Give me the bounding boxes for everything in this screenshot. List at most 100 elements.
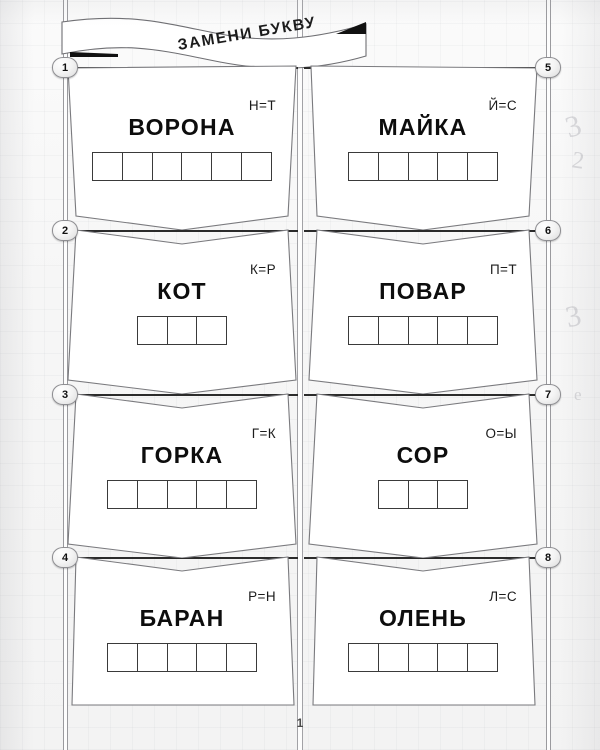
word-card-6[interactable]: П=Т ПОВАР	[307, 228, 539, 394]
connector-6	[304, 230, 545, 232]
card-shape-3	[66, 392, 298, 558]
badge-4[interactable]: 4	[52, 547, 78, 568]
answer-boxes-5[interactable]	[307, 152, 539, 181]
answer-cell[interactable]	[136, 643, 168, 672]
answer-boxes-6[interactable]	[307, 316, 539, 345]
answer-boxes-3[interactable]	[66, 480, 298, 509]
card-shape-2	[66, 228, 298, 394]
title-ribbon: ЗАМЕНИ БУКВУ	[60, 10, 370, 72]
answer-cell[interactable]	[211, 152, 243, 181]
answer-cell[interactable]	[466, 152, 498, 181]
word-card-1[interactable]: Н=Т ВОРОНА	[66, 64, 298, 230]
badge-8[interactable]: 8	[535, 547, 561, 568]
answer-cell[interactable]	[377, 152, 409, 181]
badge-3[interactable]: 3	[52, 384, 78, 405]
hint-6: П=Т	[489, 262, 517, 277]
word-card-5[interactable]: Й=С МАЙКА	[307, 64, 539, 230]
answer-cell[interactable]	[437, 316, 469, 345]
card-content-1: Н=Т ВОРОНА	[66, 64, 298, 230]
badge-6[interactable]: 6	[535, 220, 561, 241]
ribbon-accent-left	[70, 52, 118, 57]
answer-cell[interactable]	[166, 316, 198, 345]
answer-cell[interactable]	[407, 152, 439, 181]
hint-7: О=Ы	[485, 426, 517, 441]
card-content-5: Й=С МАЙКА	[307, 64, 539, 230]
hint-2: К=Р	[250, 262, 276, 277]
card-content-7: О=Ы СОР	[307, 392, 539, 558]
answer-cell[interactable]	[377, 316, 409, 345]
hint-3: Г=К	[251, 426, 276, 441]
answer-cell[interactable]	[196, 643, 228, 672]
word-card-3[interactable]: Г=К ГОРКА	[66, 392, 298, 558]
badge-1[interactable]: 1	[52, 57, 78, 78]
margin-doodle-4: e	[574, 385, 582, 404]
word-4: БАРАН	[139, 605, 225, 631]
answer-cell[interactable]	[107, 480, 139, 509]
answer-cell[interactable]	[166, 480, 198, 509]
answer-cell[interactable]	[166, 643, 198, 672]
card-shape-7	[307, 392, 539, 558]
answer-cell[interactable]	[225, 480, 257, 509]
answer-cell[interactable]	[466, 643, 498, 672]
word-5: МАЙКА	[378, 114, 468, 140]
answer-cell[interactable]	[181, 152, 213, 181]
answer-cell[interactable]	[196, 480, 228, 509]
margin-doodle-2: 2	[570, 147, 586, 175]
word-3: ГОРКА	[140, 442, 224, 468]
hint-4: Р=Н	[248, 589, 276, 604]
card-content-8: Л=С ОЛЕНЬ	[307, 555, 539, 707]
answer-cell[interactable]	[136, 316, 168, 345]
page-number: 1	[296, 716, 304, 730]
answer-cell[interactable]	[107, 643, 139, 672]
word-card-4[interactable]: Р=Н БАРАН	[66, 555, 298, 707]
rail-left	[62, 0, 69, 750]
word-card-7[interactable]: О=Ы СОР	[307, 392, 539, 558]
answer-cell[interactable]	[407, 316, 439, 345]
answer-boxes-4[interactable]	[66, 643, 298, 672]
badge-2[interactable]: 2	[52, 220, 78, 241]
answer-cell[interactable]	[377, 643, 409, 672]
card-shape-6	[307, 228, 539, 394]
word-8: ОЛЕНЬ	[379, 605, 467, 631]
answer-cell[interactable]	[437, 480, 469, 509]
card-shape-1	[66, 64, 298, 230]
answer-cell[interactable]	[407, 643, 439, 672]
word-7: СОР	[396, 442, 450, 468]
answer-cell[interactable]	[407, 480, 439, 509]
card-content-4: Р=Н БАРАН	[66, 555, 298, 707]
word-2: КОТ	[157, 278, 207, 304]
answer-cell[interactable]	[377, 480, 409, 509]
word-card-2[interactable]: К=Р КОТ	[66, 228, 298, 394]
connector-2	[66, 230, 298, 232]
card-content-6: П=Т ПОВАР	[307, 228, 539, 394]
word-card-8[interactable]: Л=С ОЛЕНЬ	[307, 555, 539, 707]
answer-cell[interactable]	[466, 316, 498, 345]
badge-7[interactable]: 7	[535, 384, 561, 405]
connector-4	[66, 557, 298, 559]
answer-cell[interactable]	[240, 152, 272, 181]
answer-boxes-7[interactable]	[307, 480, 539, 509]
connector-3	[66, 394, 298, 396]
card-content-3: Г=К ГОРКА	[66, 392, 298, 558]
answer-cell[interactable]	[136, 480, 168, 509]
badge-5[interactable]: 5	[535, 57, 561, 78]
answer-cell[interactable]	[151, 152, 183, 181]
answer-cell[interactable]	[348, 316, 380, 345]
hint-5: Й=С	[488, 98, 517, 113]
answer-cell[interactable]	[437, 643, 469, 672]
answer-cell[interactable]	[225, 643, 257, 672]
connector-7	[304, 394, 545, 396]
rail-middle	[296, 0, 304, 750]
answer-cell[interactable]	[92, 152, 124, 181]
answer-boxes-1[interactable]	[66, 152, 298, 181]
answer-cell[interactable]	[196, 316, 228, 345]
answer-cell[interactable]	[437, 152, 469, 181]
answer-cell[interactable]	[348, 152, 380, 181]
rail-right	[545, 0, 552, 750]
answer-cell[interactable]	[121, 152, 153, 181]
answer-boxes-8[interactable]	[307, 643, 539, 672]
answer-boxes-2[interactable]	[66, 316, 298, 345]
answer-cell[interactable]	[348, 643, 380, 672]
connector-8	[304, 557, 545, 559]
